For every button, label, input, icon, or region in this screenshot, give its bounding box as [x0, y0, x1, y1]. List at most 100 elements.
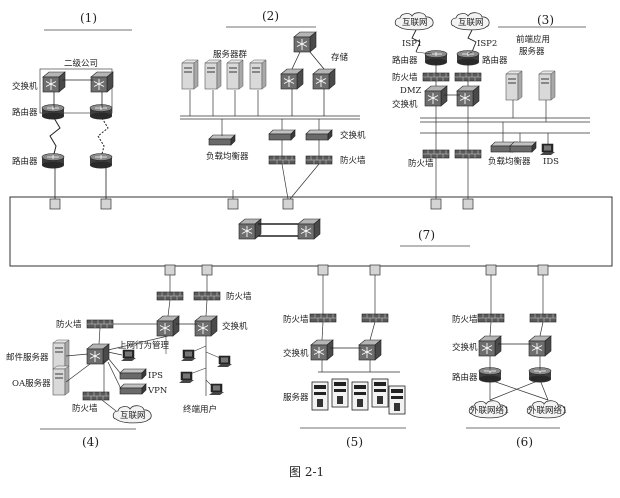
firewall-label: 防火墙: [452, 314, 478, 325]
frontend-server: [505, 70, 523, 101]
port: [462, 198, 474, 210]
server-zone-firewall-left: [309, 313, 337, 323]
router-label: 路由器: [392, 55, 418, 66]
ids-label: IDS: [543, 157, 559, 167]
frontend-server-label-2: 服务器: [519, 46, 545, 57]
section-3: 互联网 互联网 ISP1 ISP2 路由器 路由器 防火墙 DMZ 交换机 前端…: [392, 12, 590, 199]
port: [100, 198, 112, 210]
port: [485, 264, 497, 276]
frontend-server-label-1: 前端应用: [516, 34, 550, 45]
vpn-device: [119, 383, 147, 395]
port: [282, 198, 294, 210]
branch-company-label: 二级公司: [64, 58, 98, 69]
branch-router-right: [89, 104, 113, 120]
section-label-5: (5): [346, 435, 363, 449]
firewall-label: 防火墙: [72, 403, 98, 414]
extranet-switch-right: [528, 335, 552, 357]
servers-label: 服务器: [283, 392, 309, 403]
section-4: 防火墙 交换机 防火墙 邮件服务器 OA服务器 上网行为管理 IPS VPN 防…: [6, 275, 252, 424]
port: [317, 264, 329, 276]
storage-switch-right: [312, 68, 336, 90]
behavior-mgmt-device: [120, 349, 137, 362]
frontend-server: [538, 70, 556, 101]
server: [311, 381, 329, 411]
extranet1-label: 外联网络1: [470, 405, 509, 416]
port: [227, 198, 239, 210]
server-switch: [86, 343, 110, 365]
router-label: 路由器: [452, 372, 478, 383]
port: [164, 264, 176, 276]
cluster-server: [204, 59, 222, 90]
dc-switch-right: [305, 129, 333, 141]
behavior-mgmt-label: 上网行为管理: [118, 340, 170, 351]
figure-caption: 图 2-1: [289, 465, 324, 479]
core-switch-right: [297, 218, 321, 240]
switch-label: 交换机: [283, 348, 309, 359]
switch-label: 交换机: [340, 130, 366, 141]
section-1: 二级公司 交换机 路由器 路由器: [12, 58, 114, 199]
server-zone-switch-right: [358, 339, 382, 361]
internet-label: 互联网: [120, 411, 146, 421]
load-balancer: [208, 134, 236, 146]
dc-switch-left: [268, 129, 296, 141]
isp1-label: ISP1: [402, 39, 422, 49]
extranet2-label: 外联网络1: [528, 405, 567, 416]
extranet-firewall-right: [529, 313, 557, 323]
section-5: 防火墙 交换机 服务器: [283, 275, 406, 415]
load-balancer-label: 负载均衡器: [206, 151, 249, 162]
storage-label: 存储: [331, 52, 349, 63]
mail-server-label: 邮件服务器: [6, 352, 49, 363]
section-label-4: (4): [82, 435, 99, 449]
port: [49, 198, 61, 210]
dc-firewall-right: [305, 155, 333, 165]
dmz-switch-right: [456, 85, 480, 107]
section-label-1: (1): [80, 11, 97, 25]
office-switch-right: [194, 315, 218, 337]
dc-firewall-left: [268, 155, 296, 165]
hq-router-right: [89, 153, 113, 169]
port: [537, 264, 549, 276]
dmz-load-balancer: [509, 141, 537, 153]
switch-label: 交换机: [452, 342, 478, 353]
firewall-label: 防火墙: [283, 314, 309, 325]
server-cluster-label: 服务器群: [213, 49, 248, 60]
firewall-label: 防火墙: [392, 72, 418, 83]
core-switch-left: [238, 218, 262, 240]
router-label: 路由器: [482, 55, 508, 66]
extranet-firewall-left: [477, 313, 505, 323]
switch-label: 交换机: [12, 81, 38, 92]
internet-firewall: [82, 391, 110, 401]
server: [388, 385, 406, 415]
server-firewall: [86, 319, 114, 329]
extranet-switch-left: [478, 335, 502, 357]
section-headers: (1) (2) (3) (4) (5) (6) (7): [40, 9, 586, 449]
section-6: 防火墙 交换机 路由器 外联网络1 外联网络1: [452, 275, 567, 419]
port: [430, 198, 442, 210]
server-zone-firewall-right: [361, 313, 389, 323]
branch-router-left: [41, 104, 65, 120]
section-label-3: (3): [537, 13, 554, 27]
dmz-label: DMZ: [400, 86, 422, 96]
inner-firewall-right: [454, 149, 482, 159]
cluster-server: [249, 59, 267, 90]
isp2-label: ISP2: [477, 39, 497, 49]
section-2: 服务器群 存储 负载均衡器 交换机 防火墙: [180, 31, 366, 200]
switch-label: 交换机: [222, 321, 248, 332]
inner-firewall-left: [422, 149, 450, 159]
hq-router-left: [41, 153, 65, 169]
firewall-label: 防火墙: [340, 155, 366, 166]
storage-device: [293, 31, 317, 53]
dmz-switch-label: 交换机: [392, 99, 418, 110]
firewall-label: 防火墙: [56, 319, 82, 330]
section-label-7: (7): [418, 228, 435, 242]
section-label-2: (2): [262, 9, 279, 23]
server: [371, 378, 389, 408]
oa-server-label: OA服务器: [12, 378, 51, 389]
storage-switch-left: [280, 68, 304, 90]
cluster-server: [181, 59, 199, 90]
branch-switch-right: [90, 71, 114, 93]
load-balancer-label: 负载均衡器: [488, 156, 531, 167]
ips-device: [119, 368, 147, 380]
